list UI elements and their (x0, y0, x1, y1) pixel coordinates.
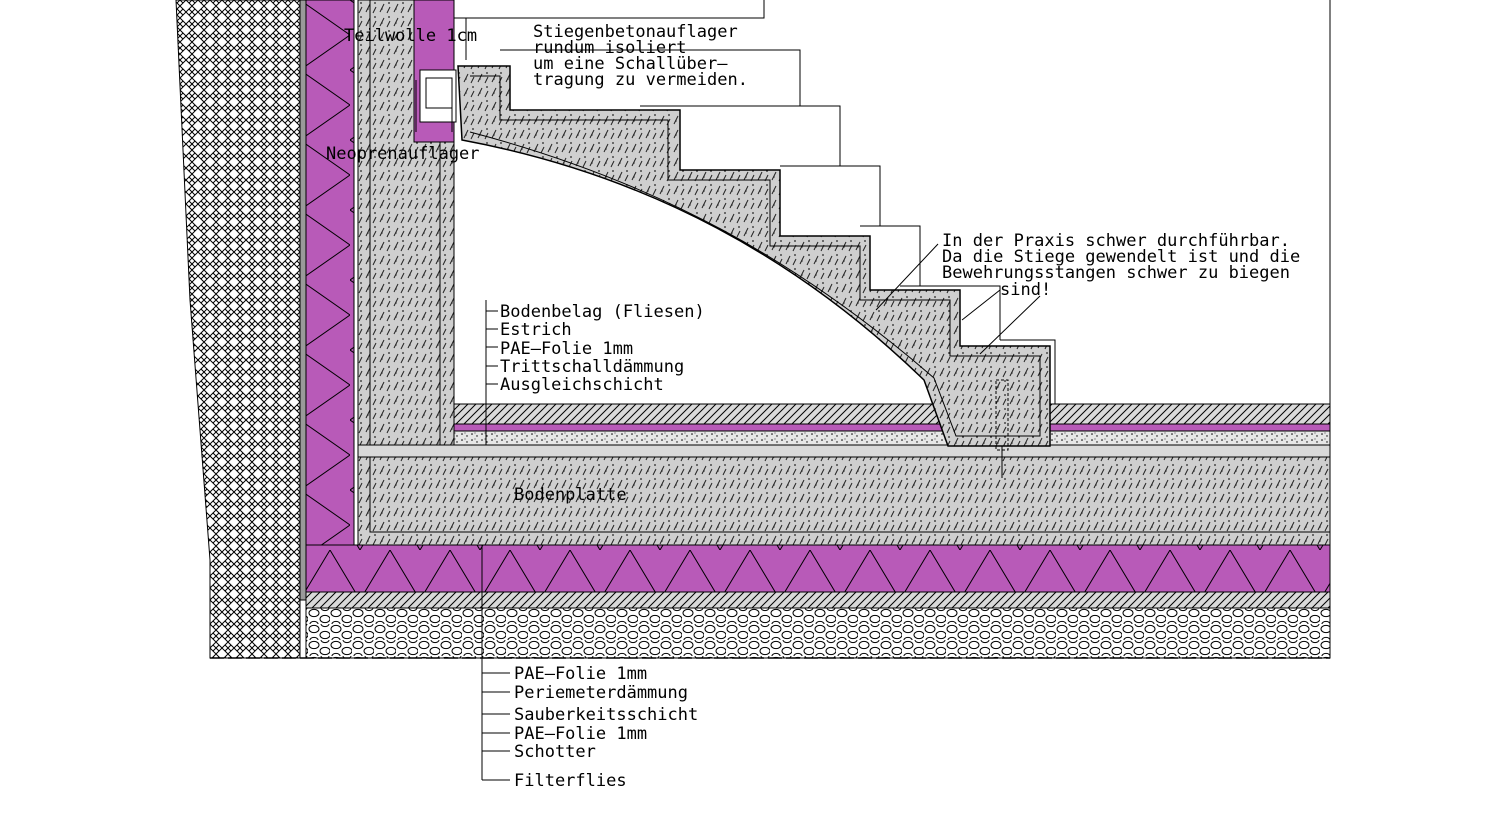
soil-area (175, 0, 301, 659)
label-stiegen-1: Stiegenbetonauflager (533, 22, 738, 42)
impact-insulation (453, 430, 1331, 446)
perimeter-insulation (305, 544, 1331, 593)
wall-membrane (299, 0, 307, 601)
label-lower-5: Filterflies (514, 771, 627, 791)
leader-lines (465, 17, 1041, 781)
gravel-layer (305, 607, 1331, 659)
label-praxis-2: Da die Stiege gewendelt ist und die (942, 247, 1300, 267)
tile-layer (453, 403, 1331, 425)
label-upper-0: Bodenbelag (Fliesen) (500, 302, 705, 322)
label-praxis-3: Bewehrungsstangen schwer zu biegen (942, 263, 1290, 283)
label-lower-4: Schotter (514, 742, 596, 762)
label-upper-3: Trittschalldämmung (500, 357, 684, 377)
label-lower-3: PAE—Folie 1mm (514, 724, 647, 744)
label-lower-0: PAE—Folie 1mm (514, 664, 647, 684)
pae-foil-upper (453, 423, 1331, 432)
label-upper-1: Estrich (500, 320, 572, 340)
label-stiegen-4: tragung zu vermeiden. (533, 70, 748, 90)
label-neoprene: Neoprenauflager (326, 144, 480, 164)
floor-slab (357, 456, 1331, 546)
label-upper-2: PAE—Folie 1mm (500, 339, 633, 359)
label-lower-1: Periemeterdämmung (514, 683, 688, 703)
label-stiegen-2: rundum isoliert (533, 38, 687, 58)
label-stiegen-3: um eine Schallüber— (533, 54, 728, 74)
stair-treads (454, 0, 1056, 404)
wall-insulation (305, 0, 355, 593)
leveling-layer (357, 444, 1331, 458)
label-lower-2: Sauberkeitsschicht (514, 705, 698, 725)
label-praxis-1: In der Praxis schwer durchführbar. (942, 231, 1290, 251)
label-teilwolle: Teilwolle 1cm (344, 26, 477, 46)
label-upper-4: Ausgleichschicht (500, 375, 664, 395)
label-praxis-4: sind! (1000, 280, 1051, 300)
label-bodenplatte: Bodenplatte (514, 485, 627, 505)
blinding-layer (305, 591, 1331, 609)
